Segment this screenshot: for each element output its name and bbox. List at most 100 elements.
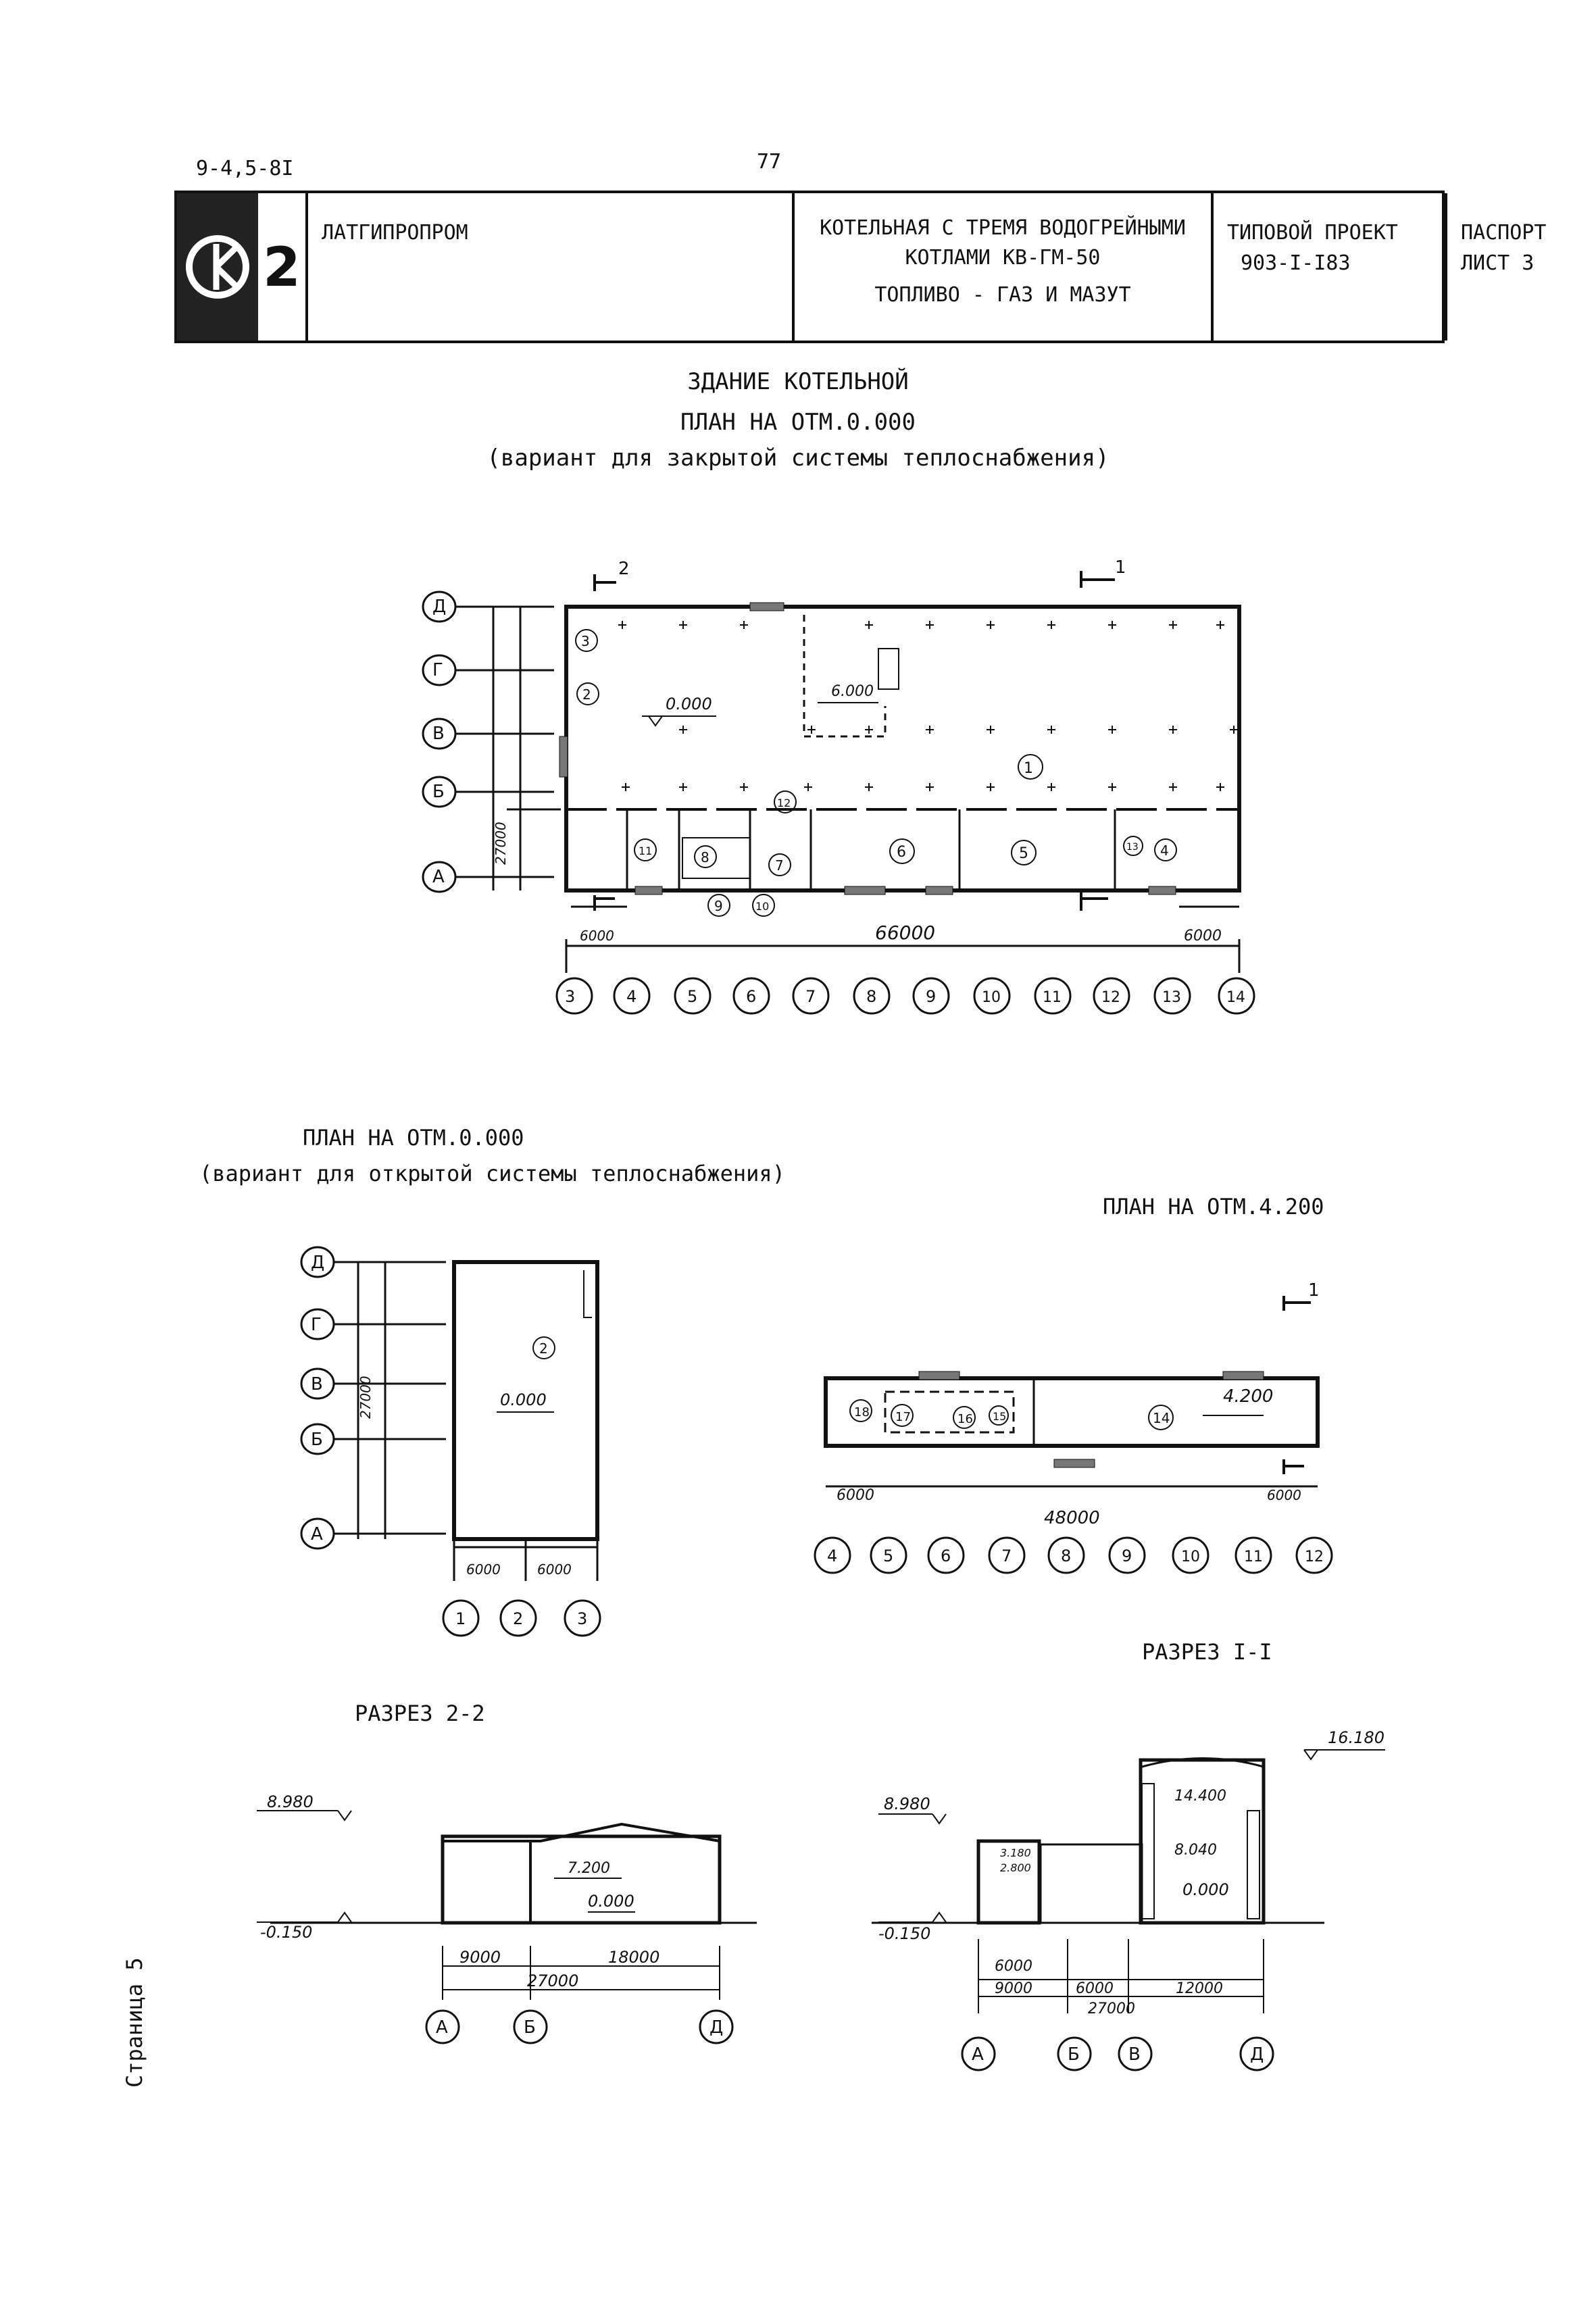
plan1-col-1: 3 [565,987,575,1006]
plan1-col-10: 12 [1101,989,1120,1006]
organization-cell: ЛАТГИПРОПРОМ [305,193,792,341]
plan3-labels: 4 5 6 7 8 9 10 11 12 48000 6000 6000 4.2… [827,1280,1324,1565]
plan1-room-7: 7 [775,857,784,874]
plan3-room-18: 18 [854,1405,870,1419]
section22-level-1: 8.980 [267,1792,314,1811]
plan2-room: 2 [539,1340,548,1357]
subject-line-3: ТОПЛИВО - ГАЗ И МАЗУТ [874,283,1131,307]
section22-axis-2: Б [524,2017,536,2038]
plan2-row-2: Г [311,1315,322,1335]
plan1-col-8: 10 [982,989,1001,1006]
sheet-cell: ПАСПОРТ ЛИСТ 3 [1445,193,1596,341]
plan3-room-17: 17 [895,1410,911,1424]
section-1-1 [872,1749,1385,2071]
plan1-col-9: 11 [1043,989,1062,1006]
plan1-row-3: В [432,724,445,744]
plan2-row-1: Д [311,1253,324,1273]
subject-cell: КОТЕЛЬНАЯ С ТРЕМЯ ВОДОГРЕЙНЫМИ КОТЛАМИ К… [792,193,1211,341]
plan2-title-line1: ПЛАН НА ОТМ.0.000 [303,1125,524,1151]
section22-dim-3: 27000 [527,1971,578,1990]
plan-open-system [300,1246,601,1637]
plan1-room-8: 8 [701,849,709,865]
plan3-title: ПЛАН НА ОТМ.4.200 [1103,1194,1324,1219]
section11-title: РАЗРЕЗ I-I [1142,1639,1272,1665]
section11-dim-4: 12000 [1176,1980,1223,1997]
plan1-room-10: 10 [755,900,769,913]
plan2-row-5: А [311,1524,323,1544]
section11-level-4: 8.040 [1174,1842,1217,1859]
plan1-room-5: 5 [1019,845,1028,862]
plan3-col-6: 9 [1122,1546,1132,1565]
plan3-left-span: 6000 [837,1487,874,1504]
plan3-room-14: 14 [1153,1410,1170,1426]
section11-level-2: 14.400 [1174,1788,1226,1805]
plan2-col-3: 3 [577,1609,587,1628]
plan2-col-1: 1 [455,1609,466,1628]
section11-dim-5: 27000 [1088,2001,1135,2017]
plan1-room-1: 1 [1024,760,1033,777]
doc-code: 9-4,5-8I [196,157,294,180]
section22-dim-1: 9000 [459,1948,501,1967]
logo [177,193,258,341]
plan2-elevation: 0.000 [500,1390,547,1409]
plan1-room-4: 4 [1160,842,1169,859]
section22-labels: 8.980 7.200 0.000 -0.150 9000 18000 2700… [260,1792,723,2038]
plan1-room-3: 3 [581,633,590,649]
plan2-col-dim-1: 6000 [466,1561,501,1578]
plan2-col-2: 2 [513,1609,523,1628]
plan1-row-2: Г [432,660,443,680]
plan1-col-2: 4 [626,987,637,1006]
plan3-col-1: 4 [827,1546,837,1565]
page-number: 77 [757,150,782,174]
plan1-labels: Д Г В Б А 3 4 5 6 7 8 9 10 11 12 13 14 6… [432,557,1245,1006]
plan1-total-vertical: 27000 [493,822,509,865]
plan1-row-4: Б [432,782,445,802]
plan2-col-dim-2: 6000 [537,1561,572,1578]
section11-axis-1: А [972,2044,984,2065]
plan3-col-8: 11 [1244,1549,1263,1565]
section11-level-6: -0.150 [878,1924,930,1943]
plan1-left-span: 6000 [580,928,614,944]
plan3-section-mark: 1 [1308,1280,1320,1301]
section11-axis-3: В [1128,2044,1141,2065]
plan1-col-4: 6 [746,987,756,1006]
plan1-room-9: 9 [714,898,723,914]
side-note: Страница 5 [122,1957,147,2088]
plan3-col-2: 5 [883,1546,893,1565]
section22-axis-3: Д [709,2017,723,2038]
project-number: 903-I-I83 [1241,251,1351,275]
section22-axis-1: А [436,2017,448,2038]
main-title-line1: ЗДАНИЕ КОТЕЛЬНОЙ [687,368,909,395]
section11-level-8: 2.800 [1000,1861,1031,1874]
project-label: ТИПОВОЙ ПРОЕКТ [1227,221,1398,245]
subject-line-2: КОТЛАМИ КВ-ГМ-50 [905,245,1101,270]
section11-level-7: 3.180 [1000,1846,1031,1859]
plan3-room-16: 16 [957,1412,973,1426]
logo-ck-icon [186,235,249,299]
plan3-col-9: 12 [1305,1549,1324,1565]
section22-dim-2: 18000 [608,1948,659,1967]
plan2-row-3: В [311,1374,323,1394]
plan1-section-mark-1: 1 [1115,557,1126,578]
section11-axis-4: Д [1250,2044,1264,2065]
plan3-room-15: 15 [993,1410,1006,1423]
plan1-room-12: 12 [777,797,791,809]
main-title-line3: (вариант для закрытой системы теплоснабж… [487,445,1109,472]
sheet-label: ПАСПОРТ [1461,221,1547,245]
plan1-row-5: А [432,867,445,887]
project-cell: ТИПОВОЙ ПРОЕКТ 903-I-I83 [1211,193,1445,341]
section11-level-1: 16.180 [1328,1728,1385,1747]
plan1-col-7: 9 [926,987,936,1006]
plan2-title-line2: (вариант для открытой системы теплоснабж… [199,1161,785,1186]
plan3-col-5: 8 [1061,1546,1071,1565]
plan1-room-13: 13 [1126,842,1139,853]
plan1-col-12: 14 [1226,989,1245,1006]
plan1-elevation-2: 6.000 [831,683,874,700]
section11-axis-2: Б [1068,2044,1080,2065]
section11-dim-2: 9000 [995,1980,1032,1997]
plan2-total-vertical: 27000 [357,1376,374,1419]
section11-level-3: 8.980 [884,1794,930,1813]
section-2-2 [257,1810,757,2044]
organization: ЛАТГИПРОПРОМ [322,221,468,245]
